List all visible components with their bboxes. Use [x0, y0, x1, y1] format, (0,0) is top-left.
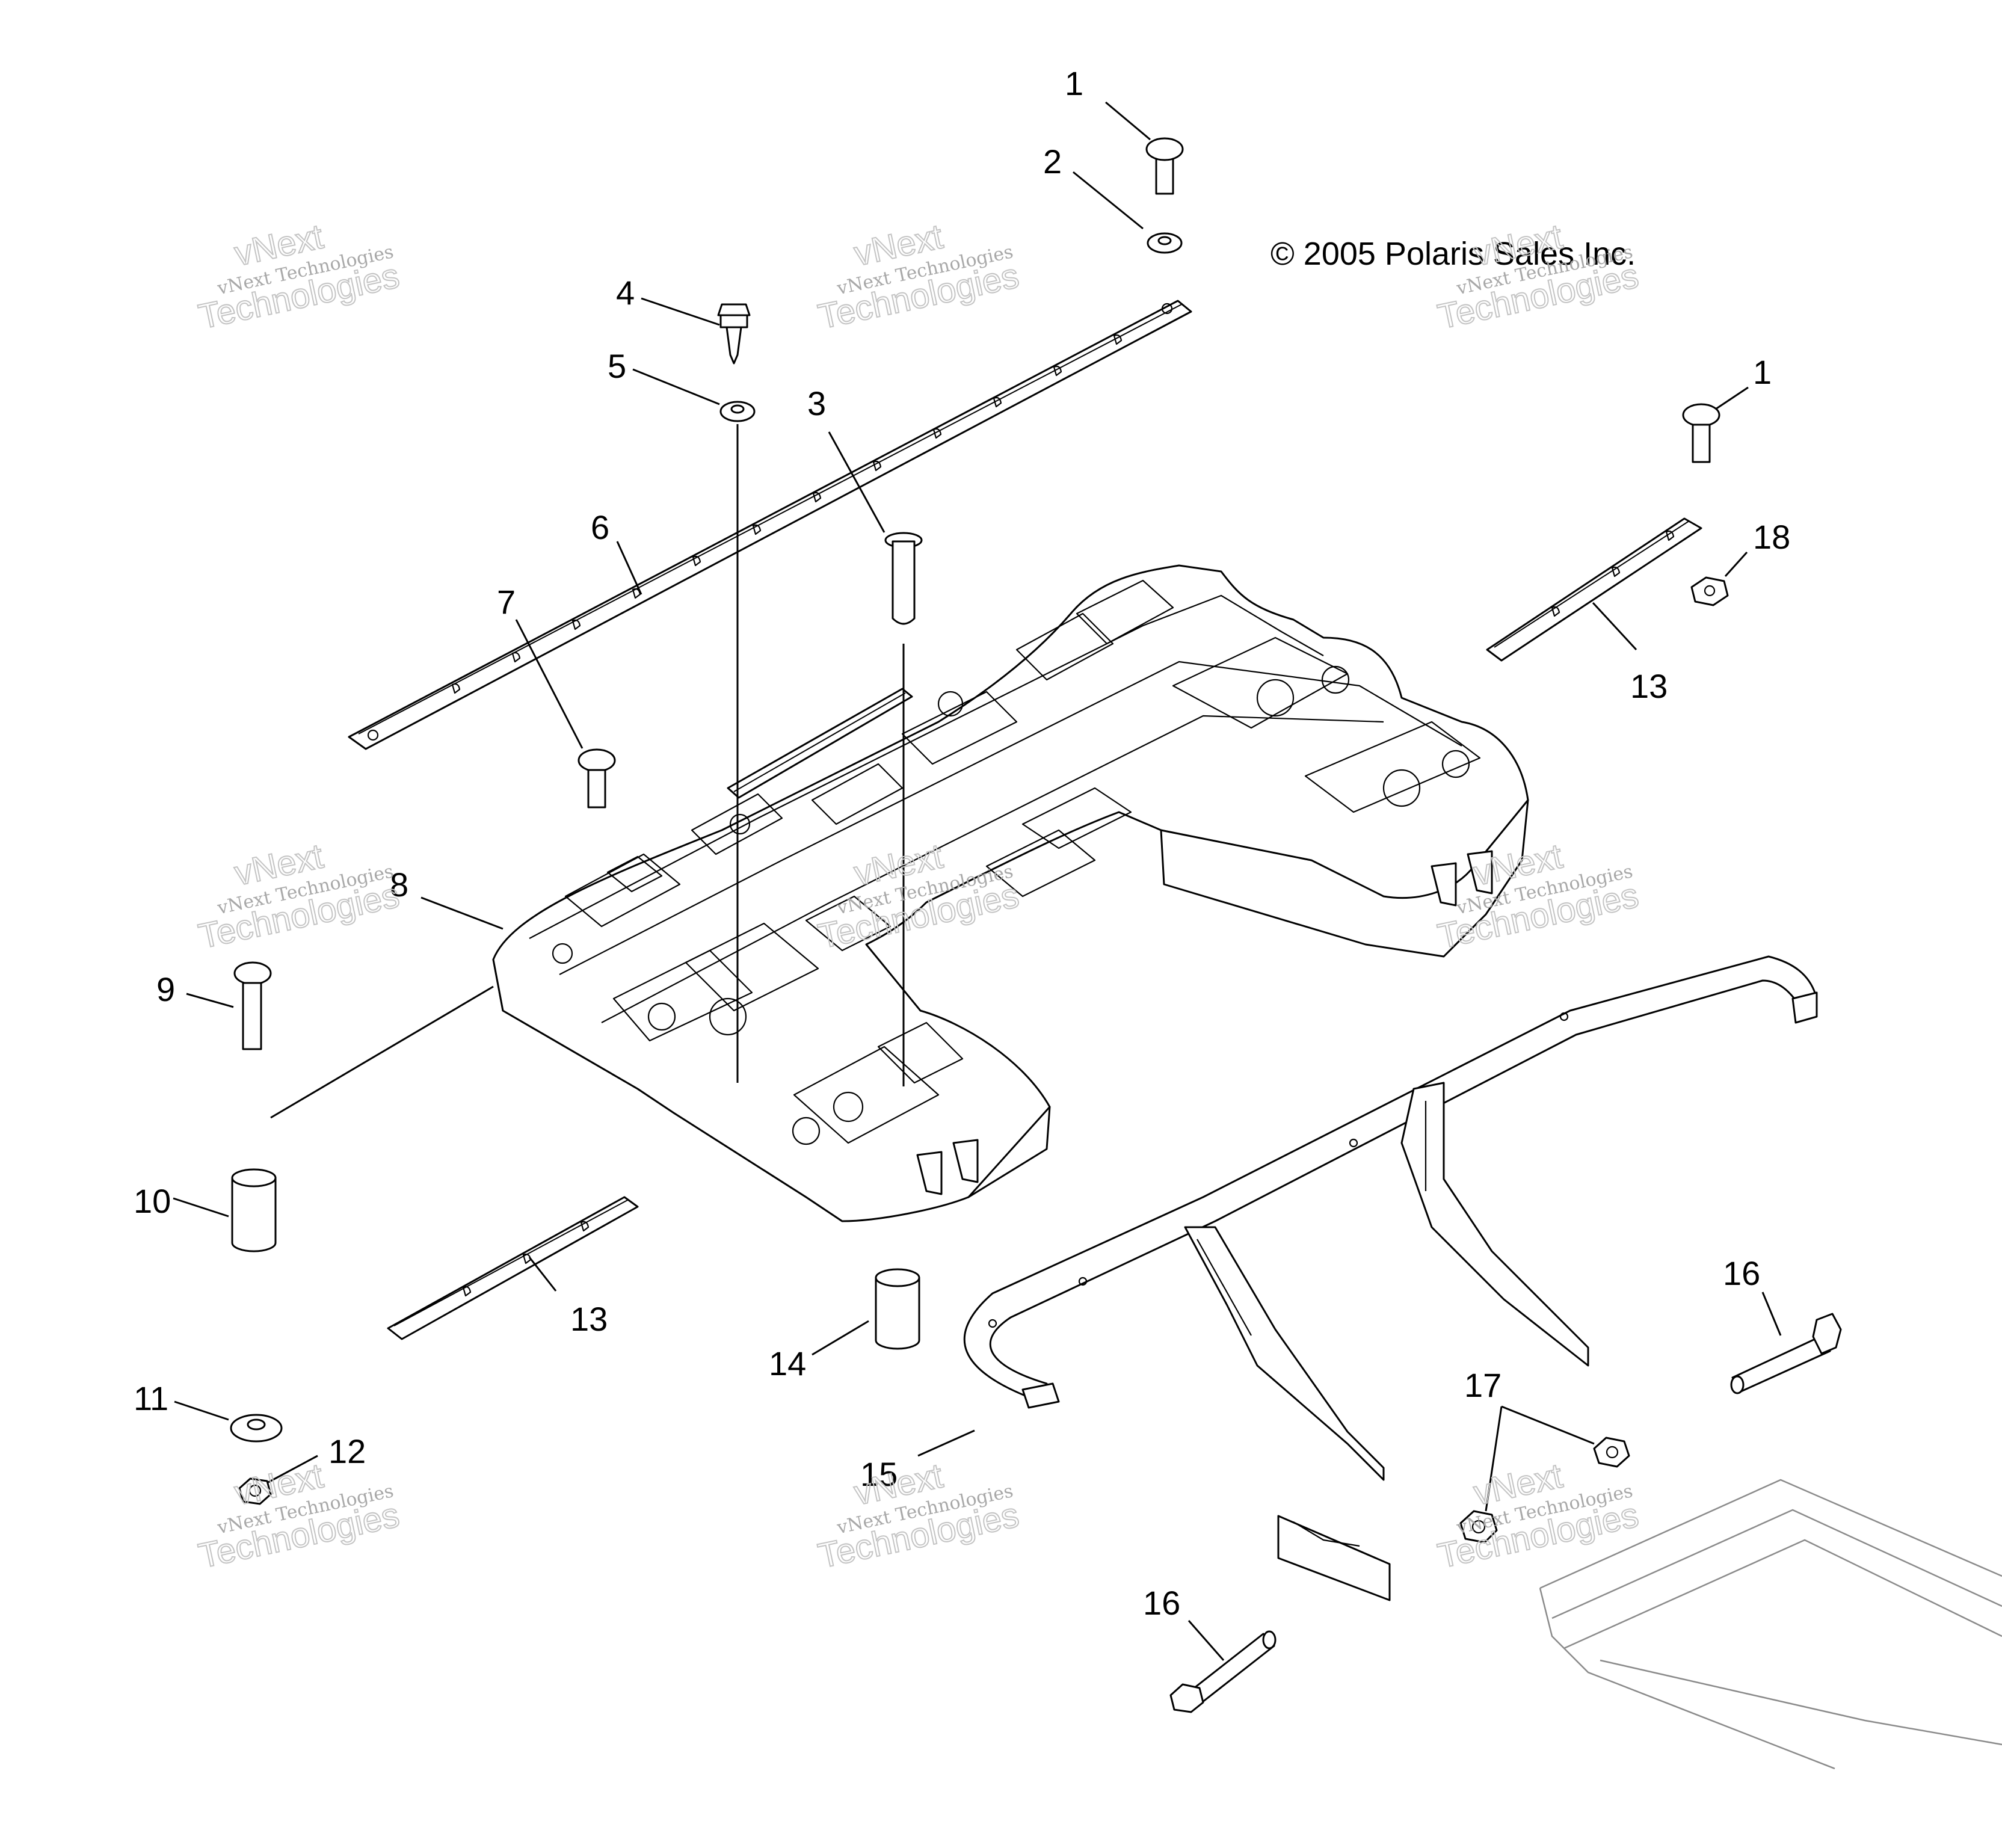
part-17-nut-upper: [1593, 1437, 1630, 1468]
part-1-bolt-top: [1145, 137, 1184, 195]
watermark: vNext vNext Technologies Technologies: [815, 1455, 1023, 1576]
chassis-outline: [1539, 1479, 2002, 1770]
callout-4: 4: [616, 274, 635, 312]
callout-16-lower: 16: [1143, 1584, 1180, 1622]
callout-13-lower: 13: [570, 1300, 608, 1338]
callout-14: 14: [769, 1344, 806, 1382]
watermark: vNext vNext Technologies Technologies: [815, 216, 1023, 337]
callout-17: 17: [1464, 1366, 1502, 1404]
callout-6: 6: [591, 508, 609, 546]
callout-labels: 1 2 3 4 5 6 7 8 9 10 11 12 13 13 14 15 1…: [134, 64, 1790, 1622]
callout-2: 2: [1043, 143, 1062, 180]
callout-3: 3: [807, 384, 826, 422]
part-16-bolt-lower: [1169, 1630, 1277, 1713]
part-4-screw: [717, 303, 751, 365]
callout-8: 8: [390, 866, 408, 904]
part-14-spacer: [875, 1268, 920, 1350]
part-5-washer: [719, 401, 756, 1083]
part-8-rear-rack: [492, 564, 1529, 1222]
callout-7: 7: [497, 583, 516, 621]
callout-1-right: 1: [1753, 353, 1772, 391]
callout-18: 18: [1753, 518, 1790, 556]
part-10-spacer: [231, 1168, 277, 1252]
part-12-nut: [238, 1477, 272, 1505]
part-17-nut-lower: [1459, 1510, 1498, 1544]
part-13-rail-short-upper: [1486, 517, 1702, 662]
bracket-plate: [1277, 1515, 1391, 1601]
watermarks: vNext vNext Technologies Technologies vN…: [195, 216, 1643, 1576]
part-7-bolt: [578, 748, 616, 808]
callout-5: 5: [608, 347, 626, 385]
watermark: vNext vNext Technologies Technologies: [195, 1455, 404, 1576]
callout-12: 12: [328, 1432, 366, 1470]
callout-10: 10: [134, 1182, 171, 1220]
callout-11: 11: [134, 1379, 168, 1417]
callout-15: 15: [860, 1455, 898, 1493]
part-2-washer: [1147, 232, 1183, 254]
part-11-washer: [230, 1414, 283, 1443]
callout-9: 9: [156, 970, 175, 1008]
leader-lines: [173, 101, 1782, 1661]
part-18-nut: [1690, 576, 1729, 606]
watermark: vNext vNext Technologies Technologies: [195, 216, 404, 337]
watermark: vNext vNext Technologies Technologies: [195, 836, 404, 956]
callout-1-top: 1: [1065, 64, 1083, 102]
reference-line: [270, 985, 494, 1119]
part-16-bolt-upper: [1730, 1313, 1842, 1394]
part-15-support-frame: [963, 955, 1818, 1481]
callout-16-upper: 16: [1723, 1254, 1760, 1292]
callout-13-upper: 13: [1630, 667, 1668, 705]
part-9-bolt: [233, 961, 272, 1050]
part-6-rail-long: [348, 300, 1192, 750]
part-3-pin: [884, 532, 923, 1086]
part-1-bolt-right: [1682, 403, 1720, 463]
copyright-notice: © 2005 Polaris Sales Inc.: [1270, 236, 1636, 272]
